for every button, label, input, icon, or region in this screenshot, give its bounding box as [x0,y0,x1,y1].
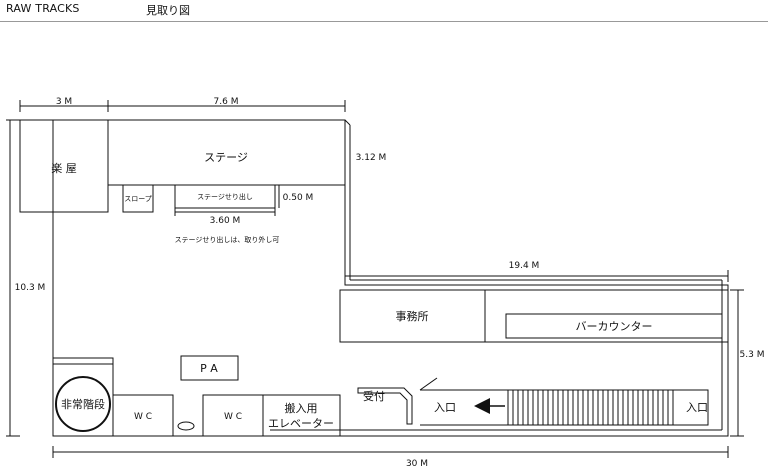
label-entrance-inner: 入口 [434,401,456,414]
page-header: RAW TRACKS 見取り図 [0,0,768,22]
slope-box [122,184,154,213]
sink-ellipse [177,421,195,431]
dim-bar-width: 19.4 M [509,261,540,271]
label-dressing-room: 楽 屋 [51,162,77,175]
entrance-staircase [507,390,674,425]
dim-right-height: 5.3 M [740,350,765,360]
entrance-corridor [420,389,709,426]
dim-stage-width: 7.6 M [214,97,239,107]
dim-left-width: 3 M [56,97,72,107]
wc-1-box [112,394,174,437]
dim-stage-depth: 3.12 M [356,153,387,163]
label-stage-riser: ステージせり出し [197,192,253,201]
label-wc-1: W C [134,412,152,422]
emergency-stairs-lintel [52,357,114,365]
reception-counter [357,387,413,425]
label-elevator-line2: エレベーター [268,417,334,430]
header-divider [0,21,768,22]
bar-counter-box [505,313,723,339]
bar-area-box [484,289,729,343]
dim-left-height: 10.3 M [15,283,46,293]
entrance-arrow-icon [474,398,490,414]
label-entrance-outer: 入口 [686,401,708,414]
elevator-box [262,394,341,437]
label-office: 事務所 [396,309,429,323]
label-slope: スロープ [124,195,152,203]
label-elevator-line1: 搬入用 [285,401,318,415]
dim-riser-width: 3.60 M [210,216,241,226]
page-title: 見取り図 [146,4,190,17]
label-stage: ステージ [204,151,248,164]
pa-box [180,355,239,381]
emergency-stairs-circle [55,376,111,432]
dim-riser-depth: 0.50 M [283,193,314,203]
label-wc-2: W C [224,412,242,422]
label-emergency-stairs: 非常階段 [61,397,105,411]
label-pa: P A [200,362,218,375]
label-bar-counter: バーカウンター [576,320,653,333]
stage-riser-box [174,184,276,209]
dim-total-width: 30 M [406,459,428,469]
door-line [419,377,438,391]
label-reception: 受付 [363,390,385,403]
right-hall-wall [344,120,729,437]
label-riser-note: ステージせり出しは、取り外し可 [175,235,280,244]
brand-name: RAW TRACKS [6,2,80,15]
stage-corner [344,119,351,126]
